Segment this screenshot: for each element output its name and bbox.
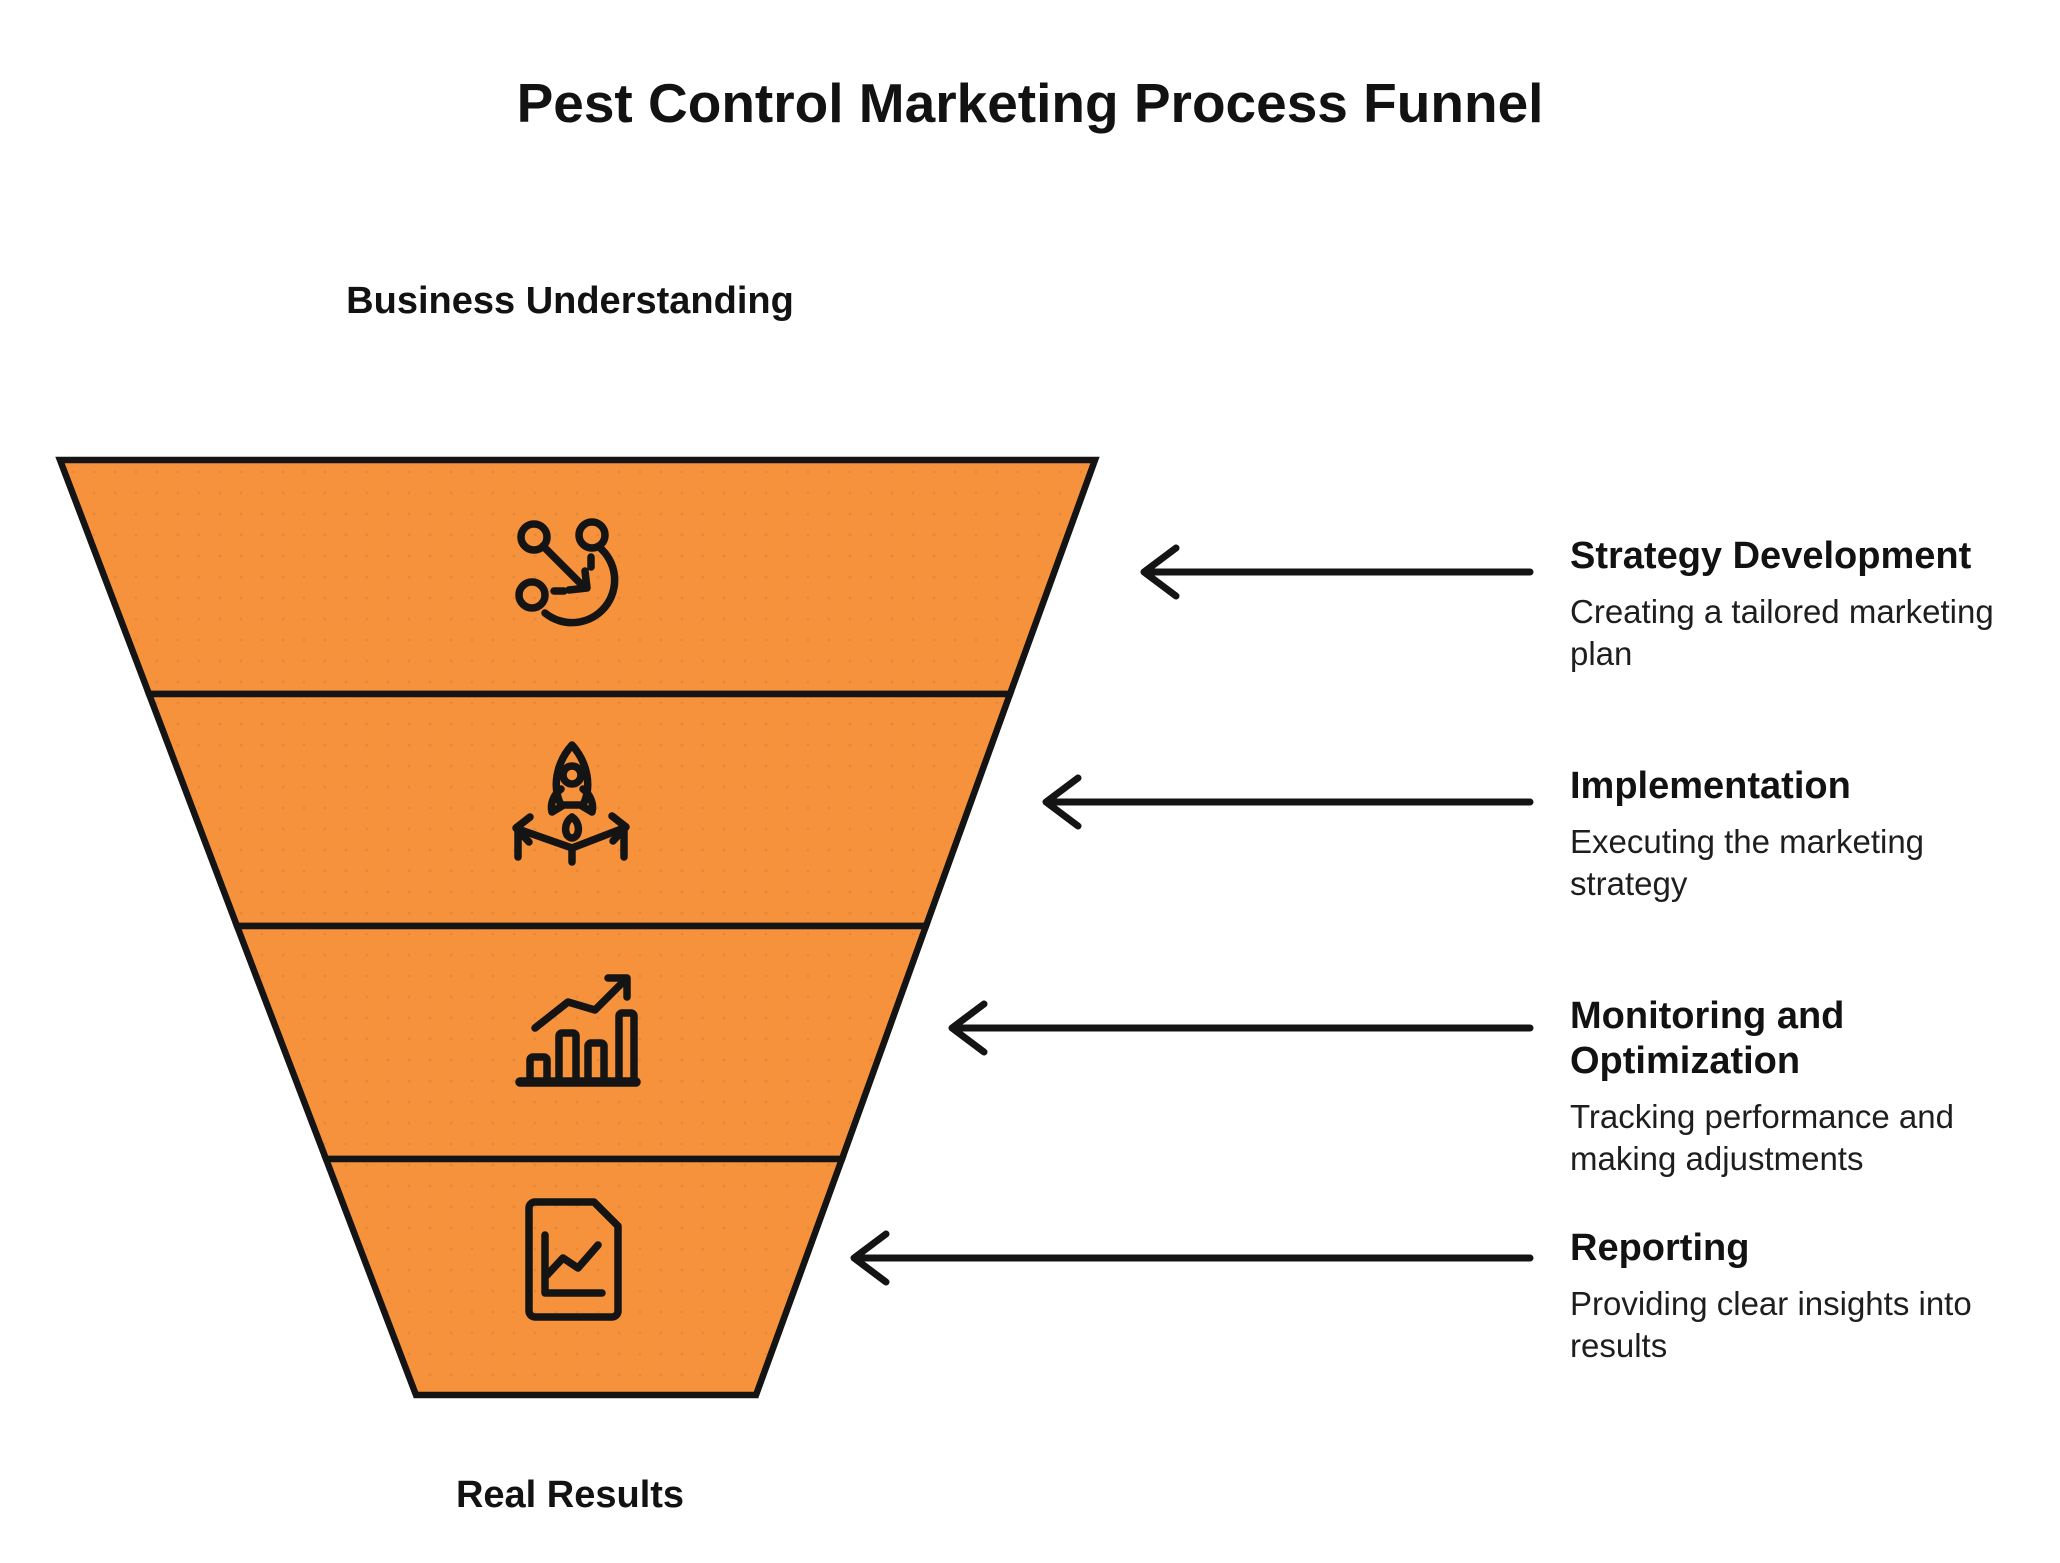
stage-description: Executing the marketing strategy bbox=[1570, 823, 1925, 902]
stage-heading: Reporting bbox=[1570, 1227, 1750, 1269]
page-title: Pest Control Marketing Process Funnel bbox=[516, 71, 1544, 134]
strategy-route-icon bbox=[515, 518, 619, 627]
arrow-strategy-development bbox=[1140, 544, 1534, 600]
stage-description: Creating a tailored marketing plan bbox=[1570, 593, 1994, 672]
funnel-stage-monitoring-and-optimization bbox=[232, 922, 931, 1163]
stage-text-monitoring-and-optimization: Monitoring and Optimization Tracking per… bbox=[1570, 994, 2050, 1180]
funnel-top-label: Business Understanding bbox=[346, 280, 794, 322]
arrow-monitoring-and-optimization bbox=[948, 1000, 1534, 1056]
stage-heading: Strategy Development bbox=[1570, 535, 1972, 577]
stage-text-strategy-development: Strategy Development Creating a tailored… bbox=[1570, 534, 2050, 675]
stage-text-reporting: Reporting Providing clear insights into … bbox=[1570, 1226, 2050, 1367]
rocket-launch-icon bbox=[512, 741, 630, 866]
report-document-icon bbox=[525, 1198, 622, 1321]
stage-heading: Monitoring and Optimization bbox=[1570, 995, 1845, 1082]
stage-heading: Implementation bbox=[1570, 765, 1851, 807]
stage-description: Providing clear insights into results bbox=[1570, 1285, 1972, 1364]
stage-description: Tracking performance and making adjustme… bbox=[1570, 1098, 1954, 1177]
funnel-stage-implementation bbox=[144, 690, 1015, 930]
arrow-reporting bbox=[850, 1230, 1534, 1286]
growth-bar-chart-icon bbox=[515, 974, 641, 1087]
arrow-implementation bbox=[1042, 774, 1534, 830]
stage-text-implementation: Implementation Executing the marketing s… bbox=[1570, 764, 2050, 905]
funnel-stage-reporting bbox=[321, 1155, 847, 1399]
funnel-bottom-label: Real Results bbox=[455, 1474, 685, 1516]
